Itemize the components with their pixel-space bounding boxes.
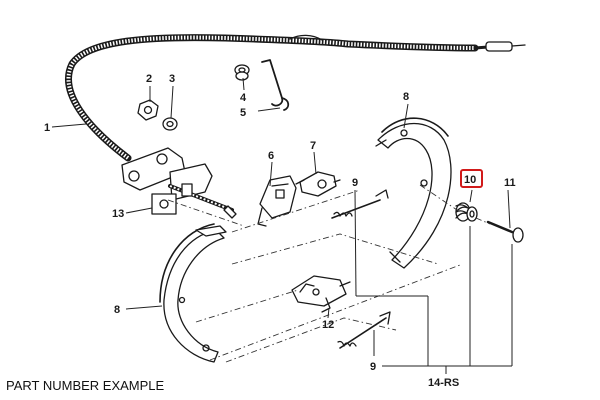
callout-10[interactable]: 10 [464, 174, 476, 186]
callout-14-rs[interactable]: 14-RS [428, 377, 459, 389]
lever-part-12 [291, 275, 351, 313]
callout-4[interactable]: 4 [240, 92, 247, 104]
callout-9-lower[interactable]: 9 [370, 361, 376, 373]
return-spring-upper [331, 189, 389, 219]
callout-13[interactable]: 13 [112, 208, 124, 220]
callout-5[interactable]: 5 [240, 107, 246, 119]
spring-clip-part-5 [261, 59, 290, 111]
callout-11[interactable]: 11 [504, 177, 516, 189]
highlight-box [460, 169, 483, 188]
nut-part-2 [137, 99, 159, 121]
callout-8-upper[interactable]: 8 [403, 91, 409, 103]
callout-9-upper[interactable]: 9 [352, 177, 358, 189]
assembly-outline [167, 184, 491, 363]
brake-shoe-lower [159, 223, 227, 363]
spring-cup-part-10 [455, 202, 478, 222]
grommet-part-4 [234, 64, 250, 81]
callout-1[interactable]: 1 [44, 122, 50, 134]
brake-cable [65, 34, 526, 162]
washer-part-3 [162, 117, 178, 131]
callout-8-lower[interactable]: 8 [114, 304, 120, 316]
brake-shoe-upper [375, 117, 452, 269]
cable-bracket [121, 147, 237, 219]
callout-6[interactable]: 6 [268, 150, 274, 162]
expander-part-7 [295, 171, 341, 197]
callout-7[interactable]: 7 [310, 140, 316, 152]
caption-part-number-example: PART NUMBER EXAMPLE [6, 378, 165, 393]
leader-lines [51, 77, 513, 374]
callout-3[interactable]: 3 [169, 73, 175, 85]
adjuster-part-6 [257, 175, 297, 227]
callout-12[interactable]: 12 [322, 319, 334, 331]
return-spring-lower [337, 311, 391, 349]
pin-part-11 [486, 220, 524, 243]
callout-2[interactable]: 2 [146, 73, 152, 85]
